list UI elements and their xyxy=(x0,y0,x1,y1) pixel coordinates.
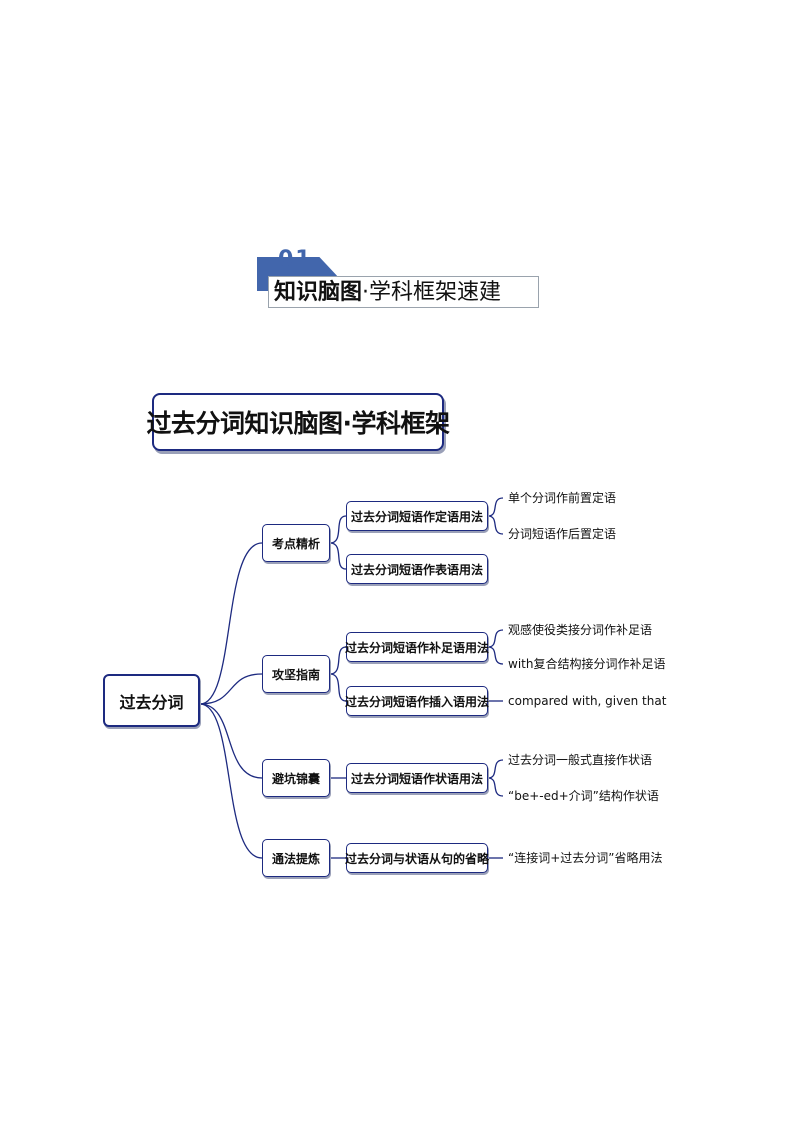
leaf-2-1-1: 观感使役类接分词作补足语 xyxy=(508,623,653,637)
leaf-2-1-2: with复合结构接分词作补足语 xyxy=(508,657,666,671)
root-label: 过去分词 xyxy=(119,692,184,712)
section-title-box xyxy=(268,276,539,308)
branch-label: 避坑锦囊 xyxy=(271,771,320,786)
map-title: 过去分词知识脑图·学科框架 xyxy=(146,409,451,438)
branch-node-1: 考点精析 xyxy=(262,524,330,562)
connector-s31-l1 xyxy=(487,759,504,779)
branch-label: 通法提炼 xyxy=(271,851,320,866)
map-title-box: 过去分词知识脑图·学科框架 xyxy=(147,393,450,451)
sub-node-4-1: 过去分词与状语从句的省略 xyxy=(345,843,490,873)
connector-s11-l2 xyxy=(487,515,504,535)
connector-b1-s1 xyxy=(329,515,347,544)
sub-label: 过去分词短语作表语用法 xyxy=(350,562,483,577)
sub-label: 过去分词与状语从句的省略 xyxy=(345,851,490,866)
leaf-1-1-1: 单个分词作前置定语 xyxy=(508,491,617,505)
leaf-1-1-2: 分词短语作后置定语 xyxy=(508,527,617,541)
sub-node-1-2: 过去分词短语作表语用法 xyxy=(346,554,488,584)
sub-label: 过去分词短语作状语用法 xyxy=(350,771,483,786)
leaf-3-1-1: 过去分词一般式直接作状语 xyxy=(508,753,653,767)
connector-s21-l1 xyxy=(487,629,504,648)
connector-b2-s1 xyxy=(329,646,347,675)
section-title-rest: ·学科框架速建 xyxy=(362,280,502,305)
branch-node-4: 通法提炼 xyxy=(262,839,330,877)
root-node: 过去分词 xyxy=(103,674,200,727)
sub-node-2-2: 过去分词短语作插入语用法 xyxy=(345,686,490,716)
branch-node-3: 避坑锦囊 xyxy=(262,759,330,797)
sub-label: 过去分词短语作定语用法 xyxy=(350,509,483,524)
section-title: 知识脑图·学科框架速建 xyxy=(274,280,501,306)
section-number: 01 xyxy=(278,247,313,272)
branch-node-2: 攻坚指南 xyxy=(262,655,330,693)
sub-label: 过去分词短语作补足语用法 xyxy=(345,640,490,655)
sub-node-2-1: 过去分词短语作补足语用法 xyxy=(345,632,490,662)
connector-b1-s2 xyxy=(329,542,347,570)
sub-node-1-1: 过去分词短语作定语用法 xyxy=(346,501,488,531)
branch-label: 考点精析 xyxy=(271,536,320,551)
leaf-3-1-2: “be+-ed+介词”结构作状语 xyxy=(508,789,659,803)
sub-node-3-1: 过去分词短语作状语用法 xyxy=(346,763,488,793)
connector-root-b3 xyxy=(199,703,263,779)
connector-s31-l2 xyxy=(487,777,504,797)
section-title-bold: 知识脑图 xyxy=(274,280,363,305)
leaf-2-2-1: compared with, given that xyxy=(508,694,667,708)
connector-root-b1 xyxy=(199,542,263,705)
connector-root-b2 xyxy=(199,673,263,705)
connector-s21-l2 xyxy=(487,646,504,665)
connector-b2-s2 xyxy=(329,673,347,702)
branch-label: 攻坚指南 xyxy=(271,667,320,682)
sub-label: 过去分词短语作插入语用法 xyxy=(345,694,490,709)
connector-s11-l1 xyxy=(487,497,504,517)
leaf-4-1-1: “连接词+过去分词”省略用法 xyxy=(508,851,663,865)
connector-root-b4 xyxy=(199,703,263,859)
